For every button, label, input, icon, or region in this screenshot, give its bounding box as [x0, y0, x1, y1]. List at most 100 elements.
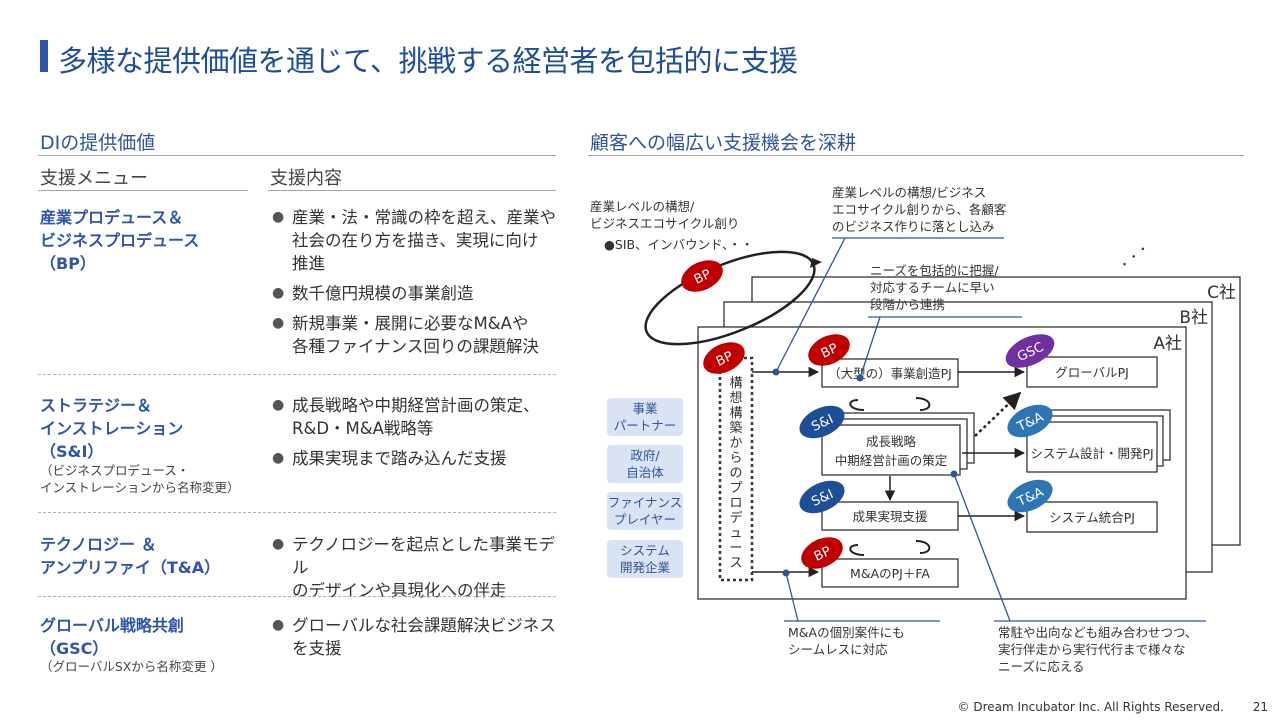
menu-note-si: （ビジネスプロデュース・ インストレーションから名称変更） [40, 463, 240, 495]
svg-text:グローバルPJ: グローバルPJ [1055, 365, 1129, 380]
svg-text:パートナー: パートナー [614, 418, 677, 433]
svg-text:想: 想 [729, 390, 742, 406]
column-rule-menu [38, 190, 248, 191]
tag-bp-column: BP [703, 342, 745, 374]
tag-ta-integration: T&A [1007, 479, 1053, 513]
callout-leader [775, 237, 846, 373]
callout-leader [859, 316, 881, 379]
column-header-menu: 支援メニュー [40, 168, 148, 189]
cycle-arrow-left [849, 544, 865, 556]
callout-top-left-line1: 産業レベルの構想/ [590, 199, 695, 214]
callout-bottom-right-line3: ニーズに応える [998, 659, 1085, 674]
page-number: 21 [1252, 700, 1268, 714]
box-system-integration [1026, 501, 1158, 533]
tag-si-growth: S&I [799, 405, 845, 439]
callout-needs-line3: 段階から連携 [870, 297, 945, 312]
svg-text:BP: BP [819, 341, 841, 362]
svg-text:BP: BP [812, 544, 834, 565]
svg-text:ロ: ロ [729, 496, 742, 511]
callout-bottom-right-line1: 常駐や出向なども組み合わせつつ、 [998, 625, 1198, 640]
menu-name-si: ストラテジー＆ インストレーション （S&I） [40, 396, 184, 461]
callout-needs-line2: 対応するチームに早い [870, 280, 995, 295]
content-item: ●テクノロジーを起点とした事業モデル のデザインや具現化への伴走 [272, 535, 556, 600]
tag-gsc: GSC [1005, 334, 1055, 368]
company-label-b: B社 [1179, 308, 1208, 328]
callout-bottom-right-line2: 実行伴走から実行代行まで様々な [998, 642, 1186, 657]
menu-name-gsc: グローバル戦略共創 （GSC） [40, 616, 184, 658]
svg-text:プレイヤー: プレイヤー [614, 512, 676, 527]
tag-bp-large: BP [808, 334, 850, 366]
svg-text:デ: デ [729, 510, 742, 526]
menu-note-gsc: （グローバルSXから名称変更 ） [40, 659, 223, 674]
svg-text:ス: ス [729, 556, 742, 571]
produce-column-label: 構 想 構 築 か ら の プ ロ デ ュ ー ス [729, 376, 742, 571]
svg-text:システム: システム [620, 543, 670, 558]
cycle-arrow-right [915, 540, 931, 554]
box-ma [821, 558, 959, 588]
company-label-a: A社 [1153, 334, 1182, 354]
right-section-rule [588, 155, 1244, 156]
content-list-gsc: ●グローバルな社会課題解決ビジネス を支援 [270, 614, 565, 667]
content-item: ●数千億円規模の事業創造 [272, 284, 474, 303]
cycle-arrowhead [810, 258, 822, 268]
content-list-ta: ●テクノロジーを起点とした事業モデル のデザインや具現化への伴走 [270, 533, 565, 609]
callout-leader [953, 473, 1011, 622]
right-section-title: 顧客への幅広い支援機会を深耕 [590, 132, 857, 154]
svg-text:構: 構 [729, 376, 742, 391]
svg-text:BP: BP [714, 349, 736, 370]
callout-top-mid-line1: 産業レベルの構想/ビジネス [832, 185, 986, 200]
svg-text:BP: BP [692, 267, 714, 288]
content-list-bp: ●産業・法・常識の枠を超え、産業や 社会の在り方を描き、実現に向け 推進 ●数千… [270, 206, 560, 365]
svg-text:ー: ー [729, 541, 742, 556]
callout-top-mid-line3: のビジネス作りに落とし込み [832, 219, 995, 234]
svg-text:か: か [729, 436, 742, 451]
callout-needs-line1: ニーズを包括的に把握/ [870, 263, 999, 278]
svg-text:M&AのPJ＋FA: M&AのPJ＋FA [850, 566, 930, 581]
partner-box [607, 445, 683, 483]
callout-top-left-line2: ビジネスエコサイクル創り [590, 216, 739, 231]
content-item: ●産業・法・常識の枠を超え、産業や 社会の在り方を描き、実現に向け 推進 [272, 208, 556, 273]
callout-bottom-left-line1: M&Aの個別案件にも [788, 625, 905, 640]
svg-text:自治体: 自治体 [626, 465, 664, 480]
callout-dot [950, 470, 958, 478]
svg-text:構: 構 [729, 406, 742, 421]
left-section-rule [38, 155, 556, 156]
partner-boxes: 事業 パートナー 政府/ 自治体 ファイナンス プレイヤー システム 開発企業 [607, 398, 683, 578]
svg-text:築: 築 [729, 421, 742, 436]
callout-top-mid-line2: エコサイクル創りから、各顧客 [832, 202, 1007, 217]
svg-text:政府/: 政府/ [630, 448, 660, 463]
left-section-title: DIの提供価値 [40, 132, 156, 154]
svg-text:ュ: ュ [729, 526, 742, 541]
row-divider [38, 596, 556, 597]
callout-dot [782, 569, 790, 577]
produce-column [718, 356, 754, 582]
svg-text:（大型の）事業創造PJ: （大型の）事業創造PJ [828, 366, 952, 381]
svg-text:の: の [729, 466, 742, 481]
content-item: ●成果実現まで踏み込んだ支援 [272, 449, 507, 468]
column-header-content: 支援内容 [270, 168, 342, 189]
box-global [1026, 356, 1158, 388]
box-growth [821, 424, 961, 476]
content-item: ●グローバルな社会課題解決ビジネス を支援 [272, 616, 556, 658]
callout-bottom-left-line2: シームレスに対応 [788, 642, 888, 657]
cycle-arrow-left [849, 399, 865, 411]
content-item: ●成長戦略や中期経営計画の策定、 R&D・M&A戦略等 [272, 396, 540, 438]
company-label-c: C社 [1207, 283, 1236, 303]
content-item: ●新規事業・展開に必要なM&Aや 各種ファイナンス回りの課題解決 [272, 314, 539, 356]
page-title: 多様な提供価値を通じて、挑戦する経営者を包括的に支援 [58, 44, 798, 78]
callout-dot [772, 368, 780, 376]
box-large-pj [821, 358, 959, 388]
svg-text:システム統合PJ: システム統合PJ [1049, 510, 1135, 525]
menu-name-bp: 産業プロデュース＆ ビジネスプロデュース （BP） [40, 208, 200, 273]
copyright: © Dream Incubator Inc. All Rights Reserv… [957, 700, 1224, 714]
menu-name-ta: テクノロジー ＆ アンプリファイ（T&A） [40, 535, 221, 577]
svg-text:事業: 事業 [632, 401, 658, 416]
partner-box [607, 540, 683, 578]
content-list-si: ●成長戦略や中期経営計画の策定、 R&D・M&A戦略等 ●成果実現まで踏み込んだ… [270, 394, 565, 477]
row-divider [38, 374, 556, 375]
partner-box [607, 492, 683, 530]
callout-top-left-line3: ●SIB、インバウンド、・・ [604, 237, 753, 252]
column-rule-content [268, 190, 556, 191]
svg-text:ら: ら [729, 451, 742, 466]
